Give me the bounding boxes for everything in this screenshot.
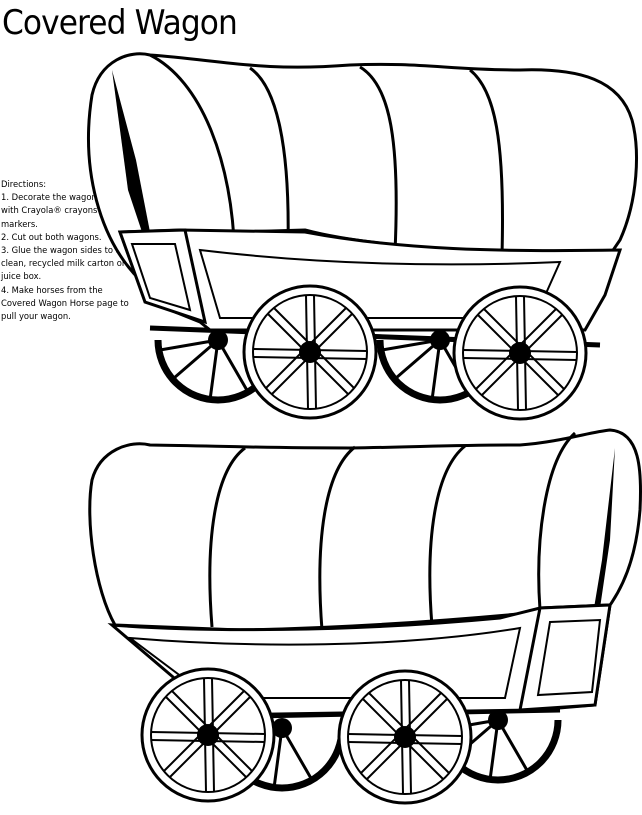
directions-line: pull your wagon.: [1, 311, 71, 322]
directions-line: 4. Make horses from the: [1, 284, 103, 295]
directions-line: 3. Glue the wagon sides to a: [1, 245, 121, 256]
directions-line: juice box.: [1, 271, 42, 282]
directions-line: with Crayola® crayons or: [1, 205, 109, 216]
directions-line: markers.: [1, 218, 38, 229]
directions-line: Covered Wagon Horse page to: [1, 297, 129, 308]
directions-line: 2. Cut out both wagons.: [1, 231, 102, 242]
directions-line: clean, recycled milk carton or: [1, 258, 126, 269]
wagon-top: [87, 52, 638, 421]
directions-block: Directions: 1. Decorate the wagons with …: [1, 178, 133, 323]
directions-heading: Directions:: [1, 179, 47, 189]
directions-line: 1. Decorate the wagons: [1, 192, 102, 203]
page-title: Covered Wagon: [2, 3, 238, 43]
wagon-bottom: [88, 428, 642, 805]
